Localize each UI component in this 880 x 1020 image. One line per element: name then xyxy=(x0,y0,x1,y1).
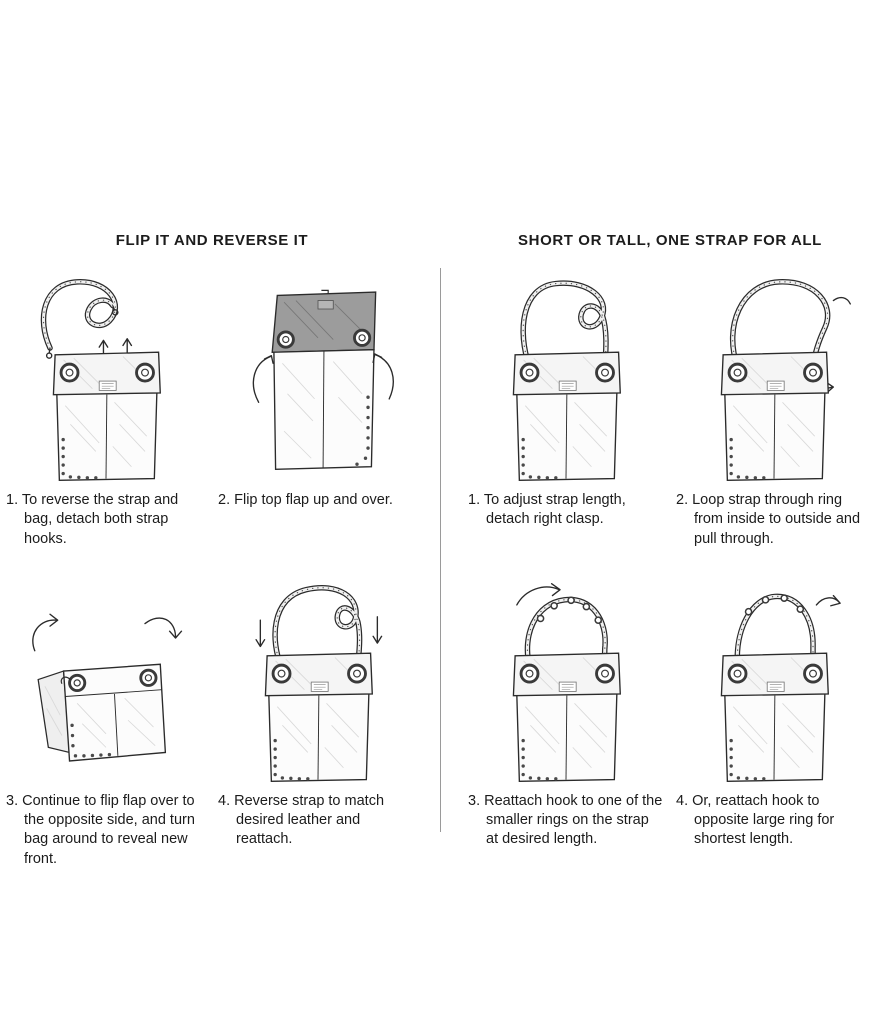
illustration-shortest-length xyxy=(676,571,872,783)
step-caption: 1. To reverse the strap and bag, detach … xyxy=(6,492,179,547)
bag-with-shortest-strap-icon xyxy=(719,593,841,783)
section-strap-length: SHORT OR TALL, ONE STRAP FOR ALL xyxy=(468,232,872,850)
step-caption: 2. Loop strap through ring from inside t… xyxy=(676,492,861,547)
illustration-detach-hooks xyxy=(6,270,206,482)
illustration-flap-to-side xyxy=(6,571,206,783)
step-flip-1: 1. To reverse the strap and bag, detach … xyxy=(6,270,206,549)
adjust-arrow xyxy=(516,582,561,606)
studs xyxy=(355,395,370,466)
section-title: FLIP IT AND REVERSE IT xyxy=(115,232,309,249)
step-caption: 3. Continue to flip flap over to the opp… xyxy=(6,792,195,867)
detached-strap xyxy=(40,279,119,359)
step-caption: 3. Reattach hook to one of the smaller r… xyxy=(468,792,663,848)
shorten-arrow xyxy=(815,594,841,607)
step-strap-1: 1. To adjust strap length, detach right … xyxy=(468,270,664,549)
step-caption: 2. Flip top flap up and over. xyxy=(218,492,393,508)
bag-with-flap-flipped-icon xyxy=(252,289,394,470)
illustration-detach-clasp xyxy=(468,270,664,482)
bag-with-detached-strap-icon xyxy=(40,279,162,482)
illustration-hook-small-ring xyxy=(468,571,664,783)
bag-with-looped-strap-icon xyxy=(719,279,851,482)
steps-grid: 1. To adjust strap length, detach right … xyxy=(468,270,872,850)
bag-front xyxy=(60,663,167,762)
studs xyxy=(70,723,112,758)
step-flip-3: 3. Continue to flip flap over to the opp… xyxy=(6,571,206,869)
bag-body-open xyxy=(273,349,375,470)
steps-grid: 1. To reverse the strap and bag, detach … xyxy=(6,270,418,869)
step-flip-2: 2. Flip top flap up and over. xyxy=(218,270,418,549)
illustration-loop-through-ring xyxy=(676,270,872,482)
section-title: SHORT OR TALL, ONE STRAP FOR ALL xyxy=(518,232,822,249)
illustration-loop-through-ring-step: 2. Loop strap through ring from inside t… xyxy=(676,270,872,549)
bag-with-short-strap-icon xyxy=(511,582,622,783)
step-caption: 1. To adjust strap length, detach right … xyxy=(468,492,626,528)
bag-with-reattached-strap-icon xyxy=(255,584,383,783)
turn-arrows xyxy=(32,613,183,652)
step-caption: 4. Reverse strap to match desired leathe… xyxy=(218,792,385,848)
illustration-reattach-strap xyxy=(218,571,418,783)
step-strap-3: 3. Reattach hook to one of the smaller r… xyxy=(468,571,664,850)
bag-with-crossed-strap-icon xyxy=(511,280,622,482)
down-arrows xyxy=(255,615,383,647)
flip-arrows xyxy=(252,353,394,403)
step-strap-4: 4. Or, reattach hook to opposite large r… xyxy=(676,571,872,850)
illustration-flap-up xyxy=(218,270,418,482)
section-divider xyxy=(440,268,441,832)
step-flip-4: 4. Reverse strap to match desired leathe… xyxy=(218,571,418,869)
flipped-flap xyxy=(271,289,377,353)
bag-with-side-flap-icon xyxy=(32,613,183,762)
step-caption: 4. Or, reattach hook to opposite large r… xyxy=(676,792,835,848)
section-flip-and-reverse: FLIP IT AND REVERSE IT xyxy=(6,232,418,869)
